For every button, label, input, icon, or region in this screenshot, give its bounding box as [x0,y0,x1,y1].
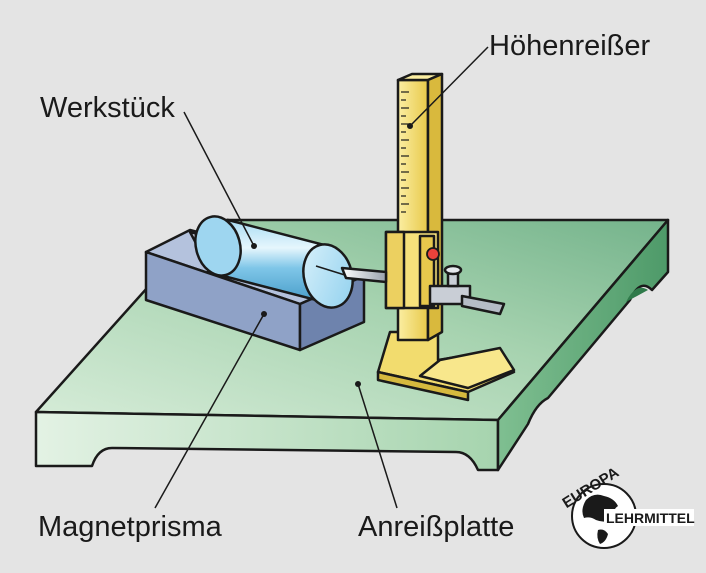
leader-marking-plate [357,383,398,509]
gauge-scale-ticks [401,91,409,213]
leader-height-gauge [409,46,489,127]
label-marking-plate: Anreißplatte [358,511,515,543]
leader-workpiece [183,111,255,247]
label-magnetic-prism: Magnetprisma [38,511,222,543]
workpiece-cylinder [194,215,354,309]
europa-lehrmittel-logo: EUROPA LEHRMITTEL [560,464,695,549]
leader-dot-workpiece [251,243,257,249]
marking-plate [34,218,670,472]
label-workpiece: Werkstück [40,92,175,124]
logo-text-bottom: LEHRMITTEL [606,510,695,526]
label-height-gauge: Höhenreißer [489,30,651,62]
leader-lines [154,46,489,509]
height-gauge [340,72,516,402]
leader-dot-magnetic-prism [261,311,267,317]
leader-magnetic-prism [154,313,265,509]
leader-dot-marking-plate [355,381,361,387]
leader-dot-height-gauge [407,123,413,129]
